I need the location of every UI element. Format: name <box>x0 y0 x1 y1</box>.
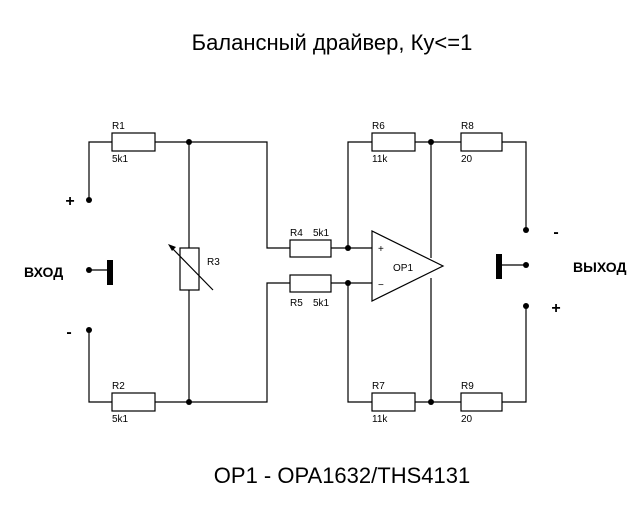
junction-node <box>186 139 192 145</box>
input-minus-terminal <box>86 327 92 333</box>
wire-r7-feedback <box>347 283 372 403</box>
input-plus-terminal <box>86 197 92 203</box>
junction-node <box>345 245 351 251</box>
resistor-r7: R7 11k <box>371 381 416 425</box>
r9-name: R9 <box>461 381 474 392</box>
junction-node <box>428 399 434 405</box>
junction-node <box>186 399 192 405</box>
r8-name: R8 <box>461 121 474 132</box>
opamp-name: OP1 <box>393 263 413 274</box>
r5-name: R5 <box>290 298 303 309</box>
r7-value: 11k <box>372 414 388 425</box>
input-connector-icon <box>107 260 113 285</box>
arrow-icon <box>168 244 176 251</box>
output-plus-label: + <box>551 300 560 317</box>
r9-value: 20 <box>461 414 473 425</box>
wire-r1-r4 <box>155 141 290 249</box>
r4-name: R4 <box>290 228 303 239</box>
input-plus-label: + <box>65 193 74 210</box>
resistor-r2: R2 5k1 <box>111 381 156 425</box>
output-label: ВЫХОД <box>573 259 626 275</box>
opamp-op1: + − OP1 <box>371 230 445 302</box>
r3-name: R3 <box>207 257 220 268</box>
resistor-r8: R8 20 <box>460 121 503 165</box>
r8-value: 20 <box>461 154 473 165</box>
r2-value: 5k1 <box>112 414 129 425</box>
resistor-r5: R5 5k1 <box>289 274 332 309</box>
junction-node <box>345 280 351 286</box>
output-minus-label: - <box>553 224 558 241</box>
wire-r8-out <box>502 141 527 230</box>
r6-name: R6 <box>372 121 385 132</box>
opamp-minus-input: − <box>378 280 384 291</box>
r6-value: 11k <box>372 154 388 165</box>
resistor-r1: R1 5k1 <box>111 121 156 165</box>
r4-value: 5k1 <box>313 228 330 239</box>
wire-in-minus <box>88 330 112 403</box>
r5-value: 5k1 <box>313 298 330 309</box>
input-label: ВХОД <box>24 264 63 280</box>
wire-r6-feedback <box>347 141 372 248</box>
resistor-r9: R9 20 <box>460 381 503 425</box>
resistor-r6: R6 11k <box>371 121 416 165</box>
opamp-part-note: OP1 - OPA1632/THS4131 <box>214 463 470 488</box>
output-minus-terminal <box>523 227 529 233</box>
schematic-title: Балансный драйвер, Ку<=1 <box>192 30 473 55</box>
r1-name: R1 <box>112 121 125 132</box>
output-connector-icon <box>496 254 502 279</box>
wire-r2-r5 <box>155 282 290 403</box>
r2-name: R2 <box>112 381 125 392</box>
input-minus-label: - <box>66 324 71 341</box>
junction-node <box>428 139 434 145</box>
resistor-r4: R4 5k1 <box>289 228 332 258</box>
output-plus-terminal <box>523 303 529 309</box>
r7-name: R7 <box>372 381 385 392</box>
wire-in-plus <box>88 141 112 200</box>
potentiometer-r3: R3 <box>168 244 220 291</box>
wire-r9-out <box>502 306 527 403</box>
opamp-plus-input: + <box>378 244 384 255</box>
r1-value: 5k1 <box>112 154 129 165</box>
